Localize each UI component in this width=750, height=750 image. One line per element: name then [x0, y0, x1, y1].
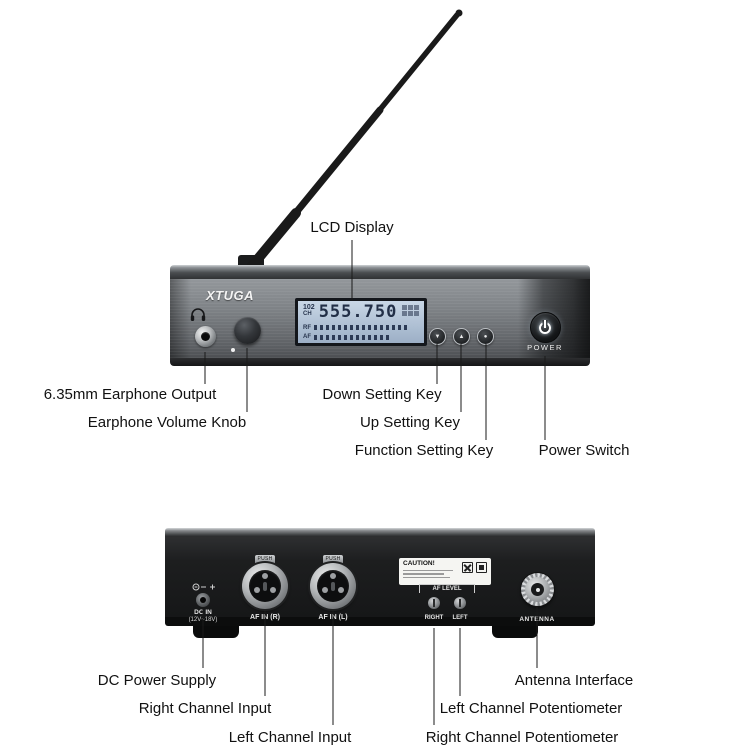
lcd-top-row: 102 CH 555.750 [303, 304, 419, 321]
rear-foot-left [193, 622, 239, 638]
left-pot-label: LEFT [452, 615, 468, 621]
label-dc-power: DC Power Supply [97, 672, 217, 689]
volume-knob [234, 317, 261, 344]
dc-input-label: DC IN [194, 609, 212, 616]
down-setting-key: ▼ [429, 328, 446, 345]
lcd-af-meter: AF [303, 334, 419, 340]
label-antenna-interface: Antenna Interface [514, 672, 634, 689]
lcd-display: 102 CH 555.750 RF AF [295, 298, 427, 346]
front-face: XTUGA 102 CH 555.750 [170, 279, 590, 358]
left-channel-potentiometer [454, 597, 466, 609]
receiver-front-panel: XTUGA 102 CH 555.750 [170, 265, 590, 366]
front-bottom-edge [170, 358, 590, 366]
lcd-channel-unit: CH [303, 311, 312, 317]
lcd-indicator-grid [402, 305, 419, 316]
earphone-jack [195, 326, 216, 347]
caution-sticker: CAUTION! [399, 558, 491, 585]
antenna-connector-label: ANTENNA [519, 616, 555, 623]
label-left-pot: Left Channel Potentiometer [439, 700, 623, 717]
label-earphone-output: 6.35mm Earphone Output [43, 386, 217, 403]
headphone-icon [190, 308, 206, 321]
caution-title: CAUTION! [403, 560, 435, 567]
function-setting-key: ● [477, 328, 494, 345]
lcd-rf-bar [314, 325, 410, 330]
lcd-frequency: 555.750 [318, 302, 398, 322]
lcd-channel-number: 102 [303, 304, 315, 311]
caution-icons [462, 561, 487, 582]
label-down-key: Down Setting Key [322, 386, 442, 403]
af-level-bracket-label: AF LEVEL [419, 584, 475, 593]
antenna-connector-socket [531, 583, 544, 596]
earphone-jack-hole [201, 332, 210, 341]
label-power-switch: Power Switch [538, 442, 630, 459]
xlr-left-push-latch: PUSH [323, 555, 343, 563]
rear-bottom-edge [165, 617, 595, 626]
left-channel-input-jack [310, 563, 356, 609]
brand-logo: XTUGA [206, 288, 254, 303]
label-volume-knob: Earphone Volume Knob [87, 414, 247, 431]
label-function-key: Function Setting Key [354, 442, 494, 459]
rear-face: DC IN (12V~18V) PUSH AF IN (R) PUSH AF I… [165, 537, 595, 623]
lcd-rf-label: RF [303, 324, 311, 331]
up-arrow-icon: ▲ [458, 333, 465, 340]
no-tools-icon [462, 562, 473, 573]
function-icon: ● [483, 333, 488, 340]
right-pot-label: RIGHT [424, 615, 444, 621]
xlr-right-push-latch: PUSH [255, 555, 275, 563]
down-arrow-icon: ▼ [434, 333, 441, 340]
label-lcd-display: LCD Display [310, 219, 394, 236]
right-channel-potentiometer [428, 597, 440, 609]
rear-foot-right [492, 622, 538, 638]
power-button [530, 312, 561, 343]
lcd-af-label: AF [303, 334, 311, 340]
antenna-connector-pin [535, 587, 540, 592]
dc-input-jack [196, 593, 210, 607]
af-in-right-label: AF IN (R) [250, 614, 280, 621]
lcd-channel: 102 CH [303, 304, 315, 317]
lcd-af-bar [314, 334, 392, 340]
xlr-right-insert [249, 570, 281, 602]
right-channel-input-jack [242, 563, 288, 609]
rear-top-edge [165, 528, 595, 537]
antenna-connector-ring [525, 577, 550, 602]
dc-polarity-icon [192, 583, 215, 591]
caution-text-block: CAUTION! [403, 560, 458, 582]
receiver-rear-panel: DC IN (12V~18V) PUSH AF IN (R) PUSH AF I… [165, 528, 595, 626]
label-left-input: Left Channel Input [228, 729, 352, 746]
label-up-key: Up Setting Key [359, 414, 461, 431]
volume-indicator-dot [231, 348, 235, 352]
power-icon [539, 320, 551, 334]
front-top-edge [170, 265, 590, 279]
antenna-connector [521, 573, 554, 606]
lcd-rf-meter: RF [303, 325, 419, 331]
label-right-input: Right Channel Input [138, 700, 272, 717]
label-right-pot: Right Channel Potentiometer [425, 729, 619, 746]
warning-box-icon [476, 562, 487, 573]
power-button-label: POWER [527, 343, 563, 352]
dc-voltage-label: (12V~18V) [188, 617, 218, 623]
antenna-tip [455, 9, 463, 17]
af-in-left-label: AF IN (L) [318, 614, 348, 621]
up-setting-key: ▲ [453, 328, 470, 345]
xlr-left-insert [317, 570, 349, 602]
